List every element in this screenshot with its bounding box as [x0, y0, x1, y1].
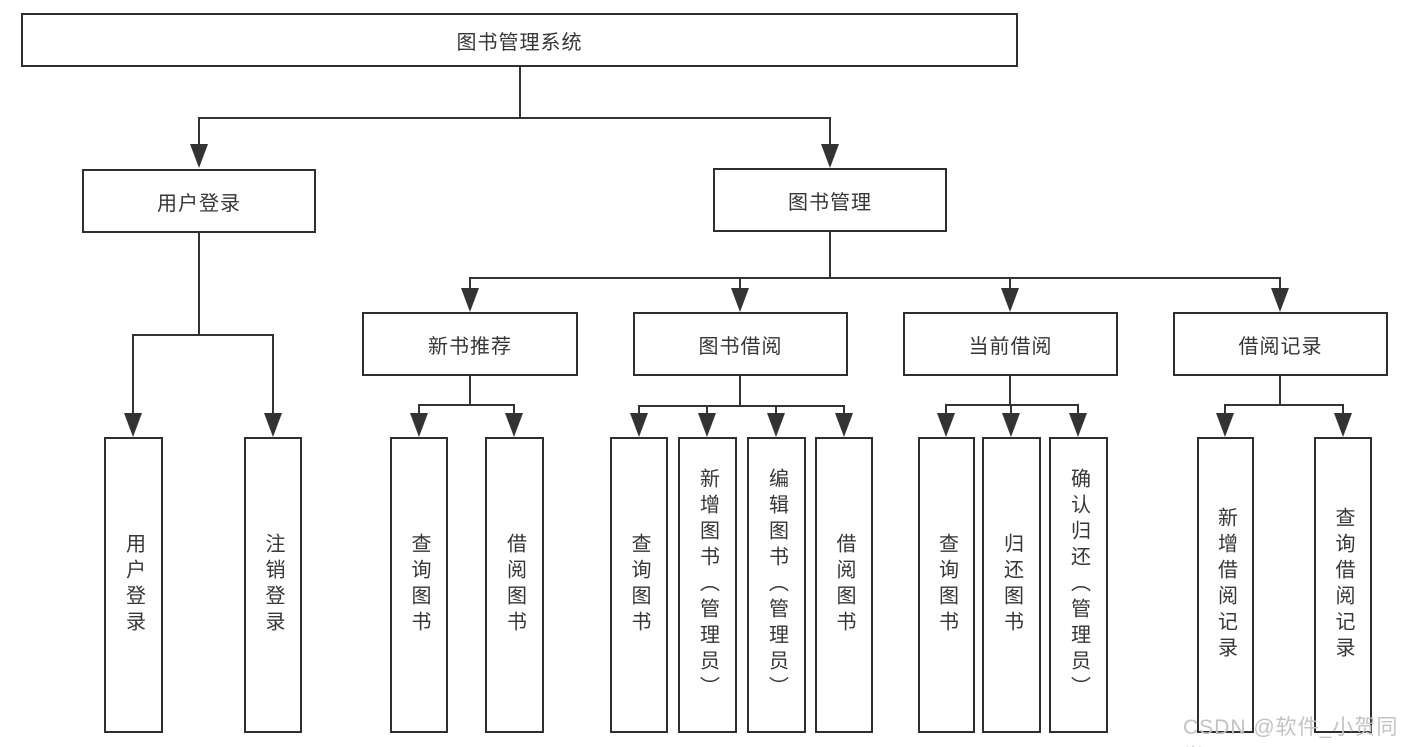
- connector-line: [1009, 277, 1011, 290]
- arrow-down-icon: [461, 288, 479, 312]
- arrow-down-icon: [698, 413, 716, 437]
- connector-line: [638, 405, 845, 407]
- leaf-return-book: 归还图书: [982, 437, 1041, 733]
- leaf-user-login: 用户登录: [104, 437, 163, 733]
- connector-line: [843, 405, 845, 415]
- connector-line: [1077, 404, 1079, 415]
- arrow-down-icon: [821, 144, 839, 168]
- arrow-down-icon: [1334, 413, 1352, 437]
- connector-line: [198, 233, 200, 335]
- connector-line: [519, 67, 521, 118]
- leaf-query-books-current: 查询图书: [918, 437, 975, 733]
- arrow-down-icon: [1069, 413, 1087, 437]
- arrow-down-icon: [937, 413, 955, 437]
- connector-line: [272, 334, 274, 415]
- arrow-down-icon: [1216, 413, 1234, 437]
- connector-line: [469, 376, 471, 405]
- node-book-management: 图书管理: [713, 168, 947, 232]
- leaf-edit-book-admin: 编辑图书（管理员）: [747, 437, 806, 733]
- leaf-query-borrow-record: 查询借阅记录: [1314, 437, 1372, 733]
- connector-line: [198, 117, 200, 146]
- connector-line: [945, 404, 1079, 406]
- connector-line: [829, 117, 831, 146]
- connector-line: [1224, 404, 1344, 406]
- connector-line: [1224, 404, 1226, 415]
- arrow-down-icon: [1271, 288, 1289, 312]
- node-book-borrow: 图书借阅: [633, 312, 848, 376]
- arrow-down-icon: [190, 144, 208, 168]
- connector-line: [418, 404, 420, 415]
- connector-line: [1009, 376, 1011, 405]
- node-current-borrow: 当前借阅: [903, 312, 1118, 376]
- node-root: 图书管理系统: [21, 13, 1018, 67]
- connector-line: [945, 404, 947, 415]
- leaf-query-books-borrow: 查询图书: [610, 437, 668, 733]
- connector-line: [1010, 404, 1012, 415]
- node-new-book-recommend: 新书推荐: [362, 312, 578, 376]
- connector-line: [638, 405, 640, 415]
- arrow-down-icon: [410, 413, 428, 437]
- connector-line: [469, 277, 471, 290]
- leaf-borrow-books: 借阅图书: [815, 437, 873, 733]
- arrow-down-icon: [767, 413, 785, 437]
- node-borrow-records: 借阅记录: [1173, 312, 1388, 376]
- connector-line: [513, 404, 515, 415]
- connector-line: [132, 334, 274, 336]
- arrow-down-icon: [1001, 288, 1019, 312]
- connector-line: [418, 404, 515, 406]
- arrow-down-icon: [264, 413, 282, 437]
- leaf-borrow-books-recommend: 借阅图书: [485, 437, 544, 733]
- arrow-down-icon: [835, 413, 853, 437]
- connector-line: [1342, 404, 1344, 415]
- connector-line: [739, 277, 741, 290]
- connector-line: [739, 376, 741, 406]
- leaf-add-book-admin: 新增图书（管理员）: [678, 437, 737, 733]
- arrow-down-icon: [731, 288, 749, 312]
- csdn-watermark: CSDN @软件_小贺同学: [1183, 716, 1399, 747]
- connector-line: [775, 405, 777, 415]
- leaf-confirm-return-admin: 确认归还（管理员）: [1049, 437, 1108, 733]
- connector-line: [198, 117, 831, 119]
- connector-line: [1279, 277, 1281, 290]
- arrow-down-icon: [1002, 413, 1020, 437]
- node-user-login: 用户登录: [82, 169, 316, 233]
- leaf-add-borrow-record: 新增借阅记录: [1197, 437, 1254, 733]
- arrow-down-icon: [630, 413, 648, 437]
- leaf-query-books-recommend: 查询图书: [390, 437, 448, 733]
- connector-line: [469, 277, 1281, 279]
- connector-line: [829, 232, 831, 278]
- arrow-down-icon: [505, 413, 523, 437]
- connector-line: [706, 405, 708, 415]
- connector-line: [132, 334, 134, 415]
- arrow-down-icon: [124, 413, 142, 437]
- leaf-logout: 注销登录: [244, 437, 302, 733]
- connector-line: [1279, 376, 1281, 405]
